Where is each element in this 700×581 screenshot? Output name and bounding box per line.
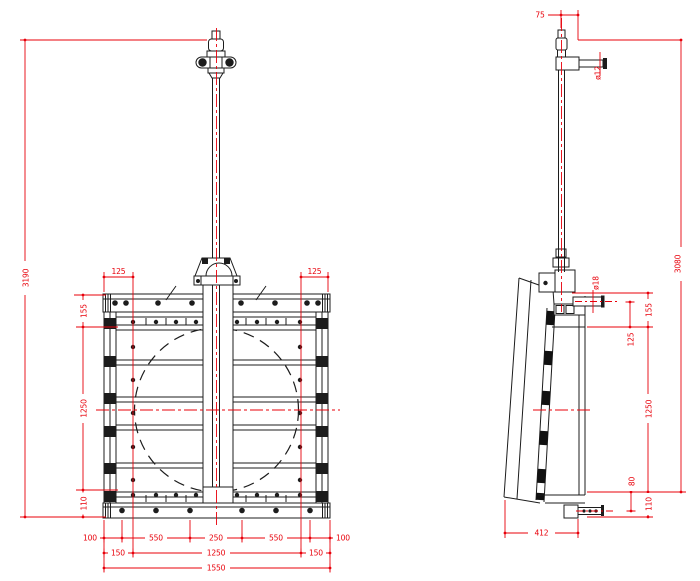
dim-side-pin-dia: ø18: [592, 276, 601, 313]
side-view: [503, 18, 617, 519]
dim-label-110-front: 110: [80, 496, 89, 510]
dim-label-1550: 1550: [207, 564, 226, 573]
dim-label-75: 75: [535, 11, 545, 20]
side-dimensions: 75 ø12 ø18 3080 155 1250: [503, 10, 686, 538]
dim-front-bottom-chains: 100 550 250 550 100 150 1250 150 1550: [80, 520, 353, 573]
dim-label-1250-front: 1250: [80, 399, 89, 418]
handwheel: [195, 30, 237, 79]
dim-side-bolt-offset: 80: [626, 472, 637, 513]
stem: [212, 78, 220, 258]
dim-label-3190: 3190: [22, 268, 31, 287]
dim-side-handle-dia: ø12: [594, 52, 603, 80]
dim-label-3080: 3080: [674, 254, 683, 273]
dim-label-150-left: 150: [111, 549, 125, 558]
dim-side-stem-offset: 75: [535, 10, 681, 41]
dim-side-overall-height: 3080: [673, 38, 686, 494]
side-centerlines: [533, 18, 617, 512]
front-centerlines: [96, 28, 340, 528]
dim-label-dia12: ø12: [594, 66, 603, 80]
stem-channel: [202, 285, 234, 503]
frame-blocks-left: [104, 318, 116, 502]
dim-front-flange-right: 125: [299, 267, 330, 557]
handle-ball-left: [198, 58, 207, 67]
dim-front-flange-left: 125: [102, 267, 135, 557]
handle-ball-right: [225, 58, 234, 67]
dim-side-depth: 412: [503, 500, 580, 538]
dim-label-125-side: 125: [627, 332, 636, 346]
dim-label-550-left: 550: [149, 534, 163, 543]
side-stem: [558, 70, 565, 272]
frame-blocks-right: [316, 318, 328, 502]
dim-side-pin-margin: 125: [625, 300, 636, 350]
side-bottom-bracket: [538, 494, 604, 519]
front-bottom-rail: [102, 502, 331, 519]
dim-label-125-left: 125: [112, 267, 126, 276]
dim-label-100-left: 100: [83, 534, 97, 543]
dim-label-155-side: 155: [645, 303, 654, 317]
front-view: [96, 28, 340, 528]
side-frame-face: [552, 296, 586, 495]
front-side-frames: [103, 312, 329, 503]
bottom-rail-bolts: [119, 507, 313, 514]
dim-label-550-right: 550: [269, 534, 283, 543]
side-gate-leaf: [503, 277, 555, 504]
dim-label-412: 412: [535, 529, 549, 538]
dim-front-left-chain: 155 1250 110: [74, 293, 118, 519]
dim-label-dia18: ø18: [592, 276, 601, 290]
dim-label-100-right: 100: [336, 534, 350, 543]
side-rib-bar: [535, 307, 556, 503]
stem-yoke: [193, 257, 241, 286]
dim-label-125-right: 125: [308, 267, 322, 276]
side-guide-bracket: [538, 248, 576, 293]
dim-label-155-front: 155: [80, 304, 89, 318]
dim-label-150-right: 150: [309, 549, 323, 558]
dim-front-overall-height: 3190: [20, 38, 207, 519]
weld-tick-marks: [165, 285, 267, 301]
dim-label-80: 80: [628, 477, 637, 487]
dim-label-250: 250: [209, 534, 223, 543]
dim-label-1250-bottom: 1250: [207, 549, 226, 558]
front-dimensions: 3190 155 1250 110 125 125: [20, 38, 353, 573]
side-handle: [555, 29, 607, 71]
dim-label-1250-side: 1250: [645, 399, 654, 418]
top-rail-bolts: [112, 300, 321, 306]
dim-label-110-side: 110: [645, 497, 654, 511]
